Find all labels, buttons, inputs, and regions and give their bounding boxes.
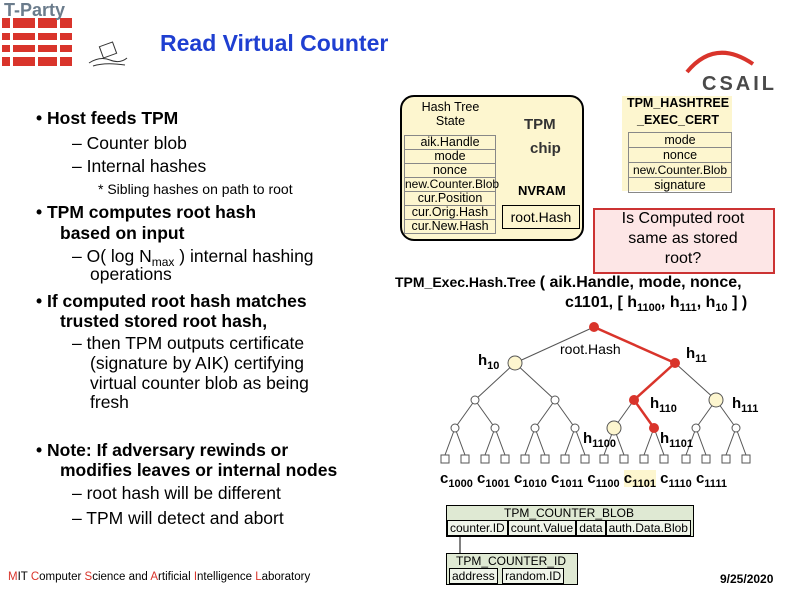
nvram-label: NVRAM xyxy=(518,183,566,198)
tpm-chip-label-2: chip xyxy=(530,140,561,157)
leaf-label: c1001 xyxy=(477,470,510,490)
sub-log-n: – O( log Nmax ) internal hashing xyxy=(72,246,314,269)
state-field: new.Counter.Blob xyxy=(404,177,500,192)
exec-cert-box xyxy=(622,96,732,191)
leaf-labels: c1000 c1001 c1010 c1011 c1100 c1101 c111… xyxy=(440,470,727,490)
t-party-logo xyxy=(0,0,80,68)
sub-tpm-abort: – TPM will detect and abort xyxy=(72,508,284,528)
bullet-if-matches: • If computed root hash matches xyxy=(36,291,307,311)
computed-root-question xyxy=(593,208,775,274)
computed-line: root? xyxy=(664,250,702,267)
cert-title: TPM_HASHTREE xyxy=(626,96,730,110)
leaf-label: c1111 xyxy=(695,470,727,490)
sub-root-different: – root hash will be different xyxy=(72,483,281,503)
computed-root-text: Is Computed root same as stored root? xyxy=(595,209,771,269)
leaf-label: c1110 xyxy=(660,470,692,490)
blob-field: counter.ID xyxy=(447,520,508,536)
bullet-computes-root: • TPM computes root hash xyxy=(36,202,257,222)
cert-field: mode xyxy=(628,132,732,148)
counter-blob-title: TPM_COUNTER_BLOB xyxy=(503,506,635,520)
counter-id-title: TPM_COUNTER_ID xyxy=(455,554,566,568)
bullet-host-feeds: • Host feeds TPM xyxy=(36,108,179,128)
bullet-note-2: modifies leaves or internal nodes xyxy=(60,460,338,480)
computed-line: Is Computed root xyxy=(621,210,745,227)
state-field: mode xyxy=(404,150,496,164)
footer-date: 9/25/2020 xyxy=(720,572,774,586)
counter-id-field: address xyxy=(449,568,498,584)
sub-outputs-cert-4: fresh xyxy=(90,392,129,412)
blob-field: count.Value xyxy=(507,520,577,536)
counter-id-field: random.ID xyxy=(502,568,565,584)
leaf-label: c1010 xyxy=(514,470,547,490)
h110-label: h110 xyxy=(650,395,677,415)
page-title: Read Virtual Counter xyxy=(160,30,389,56)
sub-log-n-2: operations xyxy=(90,264,172,284)
bullet-note: • Note: If adversary rewinds or xyxy=(36,440,289,460)
leaf-label: c1101 xyxy=(623,470,656,490)
cert-field: nonce xyxy=(628,148,732,163)
footer-lab-name: MIT Computer Science and Artificial Inte… xyxy=(8,571,311,583)
hash-tree-state-sub: State xyxy=(435,114,466,128)
h111-label: h111 xyxy=(732,395,759,415)
state-field: aik.Handle xyxy=(404,135,496,150)
h11-label: h11 xyxy=(686,345,707,365)
merkle-tree-diagram xyxy=(440,322,751,464)
nvram-root-hash: root.Hash xyxy=(502,205,580,229)
cert-field: new.Counter.Blob xyxy=(628,163,732,178)
blob-link-arrow xyxy=(459,535,461,553)
state-field: nonce xyxy=(404,164,496,178)
exec-hash-tree-call: TPM_Exec.Hash.Tree ( aik.Handle, mode, n… xyxy=(395,274,742,291)
exec-hash-tree-args: c1101, [ h1100, h111, h10 ] ) xyxy=(565,294,748,315)
hash-tree-state-fields: aik.Handle mode nonce new.Counter.Blob c… xyxy=(404,135,500,234)
bullet-if-matches-2: trusted stored root hash, xyxy=(60,311,268,331)
leaf-label: c1000 xyxy=(440,470,473,490)
root-hash-label: root.Hash xyxy=(560,341,621,357)
cert-field: signature xyxy=(628,178,732,193)
cert-fields: mode nonce new.Counter.Blob signature xyxy=(628,132,732,193)
blob-field: data xyxy=(576,520,606,536)
counter-id-fields: address random.ID xyxy=(449,567,565,585)
sub-counter-blob: – Counter blob xyxy=(72,133,187,153)
computed-line: same as stored xyxy=(628,230,738,247)
leaf-label: c1100 xyxy=(587,470,620,490)
tpm-chip-label: TPM xyxy=(524,116,556,133)
csail-arc-icon xyxy=(685,50,755,74)
sub-outputs-cert-2: (signature by AIK) certifying xyxy=(90,353,304,373)
sub-outputs-cert-3: virtual counter blob as being xyxy=(90,373,309,393)
h10-label: h10 xyxy=(478,352,500,372)
h1100-label: h1100 xyxy=(583,430,617,450)
state-field: cur.New.Hash xyxy=(404,220,496,234)
cert-title-2: _EXEC_CERT xyxy=(637,113,719,127)
sub-outputs-cert: – then TPM outputs certificate xyxy=(72,333,305,353)
h1101-label: h1101 xyxy=(660,430,694,450)
sub-sibling-note: * Sibling hashes on path to root xyxy=(98,181,293,197)
logo-text: T-Party xyxy=(4,0,66,20)
blob-field: auth.Data.Blob xyxy=(605,520,691,536)
state-field: cur.Orig.Hash xyxy=(404,206,496,220)
state-field: cur.Position xyxy=(404,192,496,206)
leaf-label: c1011 xyxy=(551,470,584,490)
tea-crate-icon xyxy=(88,41,128,67)
csail-logo: CSAIL xyxy=(702,73,777,95)
hash-tree-state-title: Hash Tree xyxy=(421,100,480,114)
sub-internal-hashes: – Internal hashes xyxy=(72,156,207,176)
bullet-computes-root-2: based on input xyxy=(60,223,185,243)
